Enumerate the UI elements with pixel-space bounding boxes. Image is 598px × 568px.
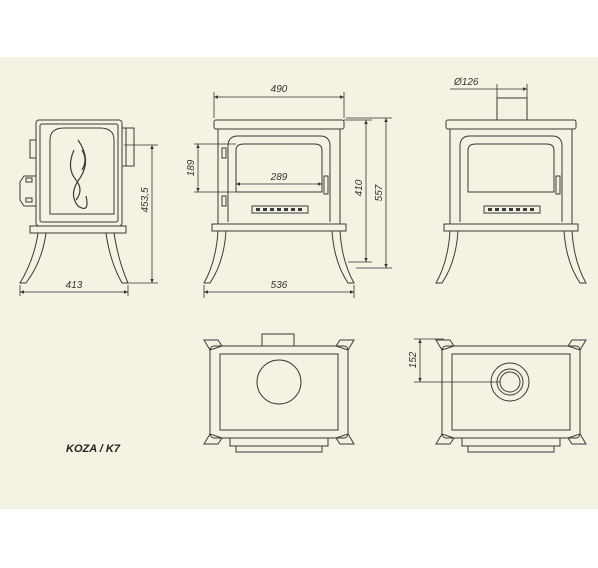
window-height-dimension: [194, 143, 236, 193]
top-view-right: [435, 339, 587, 453]
side-depth-dimension: [19, 285, 129, 296]
side-height-dimension: [124, 144, 158, 284]
window-height-label: 189: [186, 159, 197, 176]
side-view: [19, 119, 135, 284]
front-body-height-label: 410: [354, 179, 365, 196]
front-total-height-dimension: [346, 117, 392, 269]
front-base-width-dimension: [203, 285, 355, 298]
vent-slots-right: [488, 208, 534, 211]
top-offset-dimension: [414, 338, 500, 383]
window-width-label: 289: [270, 172, 288, 183]
vent-slots: [256, 208, 302, 211]
front-view: [203, 119, 355, 284]
flue-diameter-label: Ø126: [453, 77, 479, 88]
flue-diameter-dimension: [450, 84, 528, 98]
front-view-right: [435, 97, 587, 284]
side-depth-label: 413: [66, 280, 83, 291]
side-height-label: 453,5: [140, 187, 151, 212]
top-offset-label: 152: [408, 351, 419, 368]
model-title: KOZA / K7: [66, 443, 121, 455]
front-top-width-dimension: [213, 92, 345, 118]
flame-ornament: [69, 139, 88, 209]
front-total-height-label: 557: [374, 184, 385, 201]
front-body-height-dimension: [344, 119, 372, 263]
drawing-sheet: [0, 57, 598, 509]
front-top-width-label: 490: [271, 84, 288, 95]
front-base-width-label: 536: [271, 280, 288, 291]
top-view-left: [203, 333, 355, 453]
